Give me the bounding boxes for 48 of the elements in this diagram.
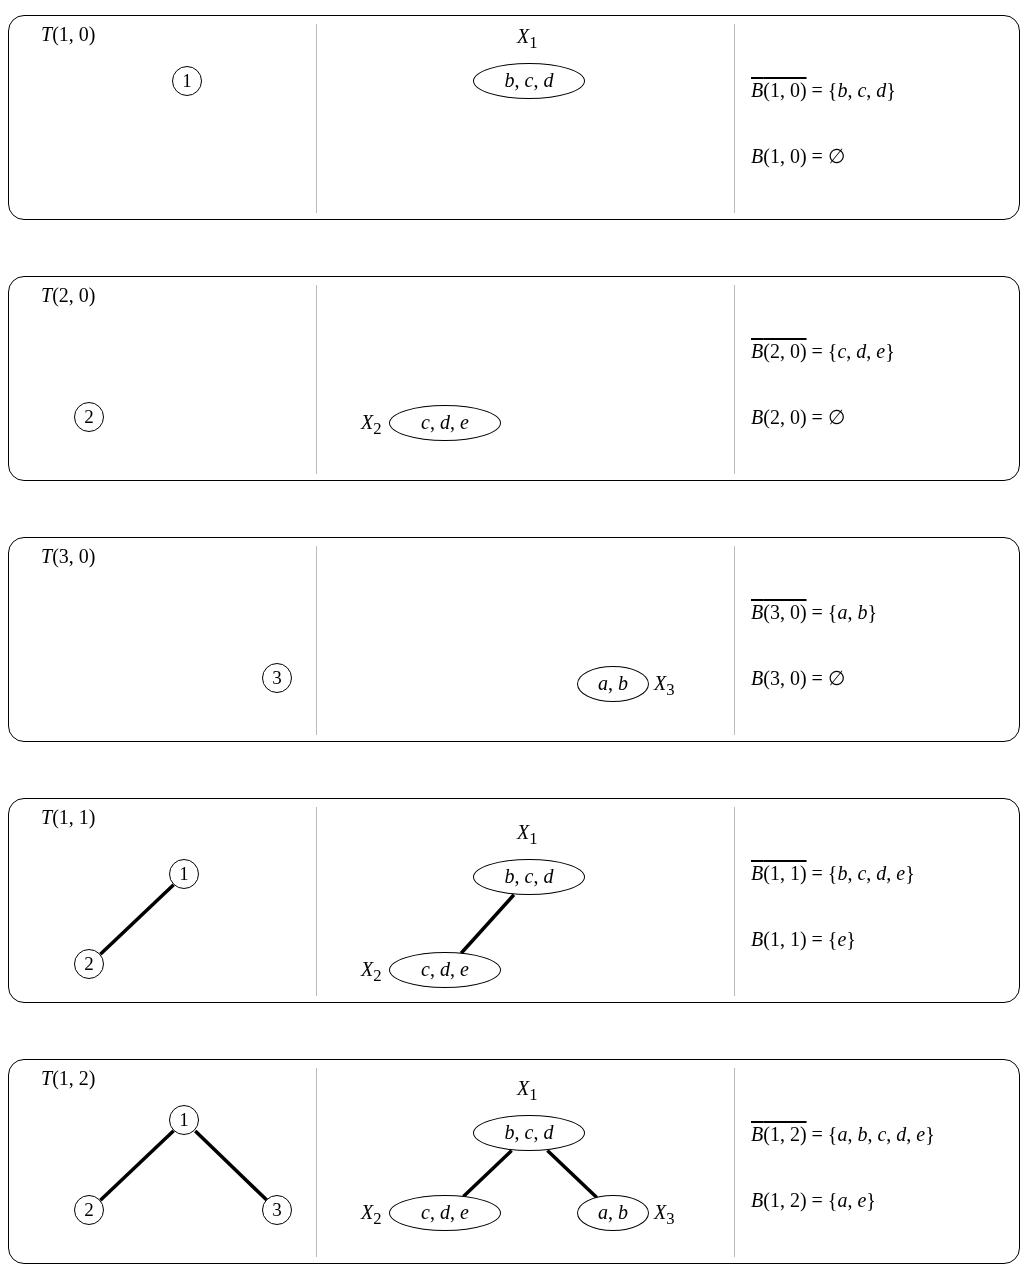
panel-title: T(3, 0)	[41, 544, 96, 568]
formula: B(3, 0) = ∅	[751, 666, 845, 690]
set-label: X$_{2}$	[361, 957, 382, 986]
vertex-circle: 2	[74, 1195, 104, 1225]
panel-title: T(2, 0)	[41, 283, 96, 307]
set-ellipse: c, d, e	[389, 1195, 501, 1231]
vertex-circle: 2	[74, 402, 104, 432]
vertex-circle: 1	[169, 1105, 199, 1135]
set-label: X$_{3}$	[654, 671, 675, 700]
rounded-panel	[8, 276, 1020, 481]
set-ellipse: a, b	[577, 1195, 649, 1231]
set-ellipse: a, b	[577, 666, 649, 702]
set-ellipse: b, c, d	[473, 1115, 585, 1151]
formula: B(1, 1) = {b, c, d, e}	[751, 861, 915, 885]
set-label: X$_{2}$	[361, 410, 382, 439]
tree-edge	[99, 883, 175, 956]
rounded-panel	[8, 537, 1020, 742]
set-label: X$_{2}$	[361, 1200, 382, 1229]
set-ellipse: b, c, d	[473, 859, 585, 895]
set-ellipse: b, c, d	[473, 63, 585, 99]
panel-title: T(1, 0)	[41, 22, 96, 46]
panel-title: T(1, 2)	[41, 1066, 96, 1090]
vertex-circle: 1	[169, 859, 199, 889]
formula: B(3, 0) = {a, b}	[751, 600, 878, 624]
formula: B(2, 0) = {c, d, e}	[751, 339, 895, 363]
set-label: X$_{1}$	[517, 24, 538, 53]
formula: B(1, 0) = ∅	[751, 144, 845, 168]
formula: B(1, 2) = {a, e}	[751, 1188, 876, 1212]
set-ellipse: c, d, e	[389, 405, 501, 441]
set-label: X$_{1}$	[517, 820, 538, 849]
vertex-circle: 2	[74, 949, 104, 979]
vertex-circle: 3	[262, 663, 292, 693]
panel-title: T(1, 1)	[41, 805, 96, 829]
formula: B(2, 0) = ∅	[751, 405, 845, 429]
rounded-panel	[8, 798, 1020, 1003]
vertex-circle: 1	[172, 66, 202, 96]
formula: B(1, 1) = {e}	[751, 927, 856, 951]
rounded-panel	[8, 1059, 1020, 1264]
formula: B(1, 0) = {b, c, d}	[751, 78, 896, 102]
tree-edge	[99, 1129, 175, 1202]
rounded-panel	[8, 15, 1020, 220]
tree-edge	[546, 1149, 598, 1199]
formula: B(1, 2) = {a, b, c, d, e}	[751, 1122, 935, 1146]
vertex-circle: 3	[262, 1195, 292, 1225]
set-label: X$_{3}$	[654, 1200, 675, 1229]
set-ellipse: c, d, e	[389, 952, 501, 988]
set-label: X$_{1}$	[517, 1076, 538, 1105]
tree-edge	[194, 1129, 268, 1202]
